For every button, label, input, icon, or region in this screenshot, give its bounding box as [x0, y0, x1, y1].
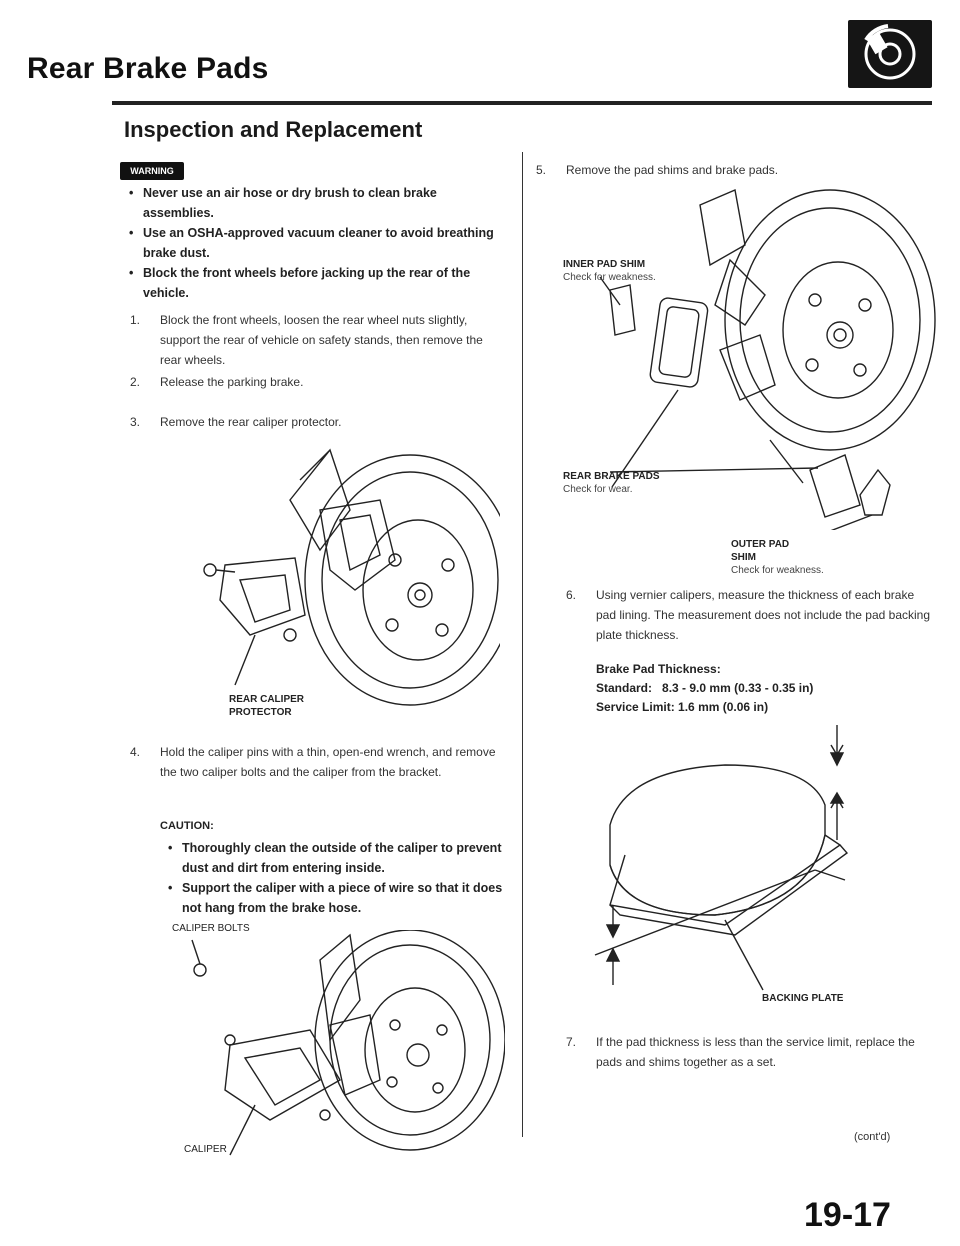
warning-item: • Use an OSHA-approved vacuum cleaner to…: [129, 223, 503, 263]
page-number: 19-17: [804, 1196, 891, 1234]
step-2: 2. Release the parking brake.: [130, 375, 304, 389]
step-7: 7. If the pad thickness is less than the…: [566, 1035, 915, 1069]
bullet-icon: •: [168, 881, 173, 895]
figure-label-rear-brake-pads: REAR BRAKE PADS Check for wear.: [563, 471, 660, 495]
pad-measurement-illustration: [594, 725, 849, 991]
figure-label-inner-pad-shim: INNER PAD SHIM Check for weakness.: [563, 259, 656, 283]
page-title: Rear Brake Pads: [27, 52, 269, 85]
bullet-icon: •: [129, 186, 134, 200]
step-3: 3. Remove the rear caliper protector.: [130, 415, 342, 429]
continued-note: (cont'd): [854, 1131, 891, 1143]
figure-label-backing-plate: BACKING PLATE: [762, 993, 844, 1004]
pad-thickness-spec: Brake Pad Thickness: Standard: 8.3 - 9.0…: [596, 662, 814, 714]
warning-badge: WARNING: [120, 162, 184, 180]
step-1: 1. Block the front wheels, loosen the re…: [130, 313, 483, 367]
figure-label-caliper-bolts: CALIPER BOLTS: [172, 923, 250, 934]
header-rule: [112, 101, 932, 105]
bullet-icon: •: [168, 841, 173, 855]
pads-shims-illustration: [599, 189, 936, 530]
bullet-icon: •: [129, 226, 134, 240]
brake-disc-icon: [848, 20, 932, 88]
caution-item: • Support the caliper with a piece of wi…: [168, 878, 504, 918]
section-title: Inspection and Replacement: [124, 117, 423, 142]
figure-label-rear-caliper-protector: REAR CALIPER PROTECTOR: [229, 694, 305, 718]
step-4: 4. Hold the caliper pins with a thin, op…: [130, 745, 496, 779]
caliper-protector-illustration: [203, 448, 500, 706]
step-5: 5. Remove the pad shims and brake pads.: [536, 163, 779, 177]
caution-heading: CAUTION:: [160, 820, 214, 832]
caution-item: • Thoroughly clean the outside of the ca…: [168, 838, 504, 878]
bullet-icon: •: [129, 266, 134, 280]
warning-item: • Never use an air hose or dry brush to …: [129, 183, 503, 223]
caliper-bolts-illustration: [191, 930, 505, 1156]
step-6: 6. Using vernier calipers, measure the t…: [566, 588, 931, 642]
warning-item: • Block the front wheels before jacking …: [129, 263, 503, 303]
figure-label-caliper: CALIPER: [184, 1144, 227, 1155]
column-divider: [522, 152, 523, 1137]
figure-label-outer-pad-shim: OUTER PAD SHIM Check for weakness.: [731, 539, 824, 576]
